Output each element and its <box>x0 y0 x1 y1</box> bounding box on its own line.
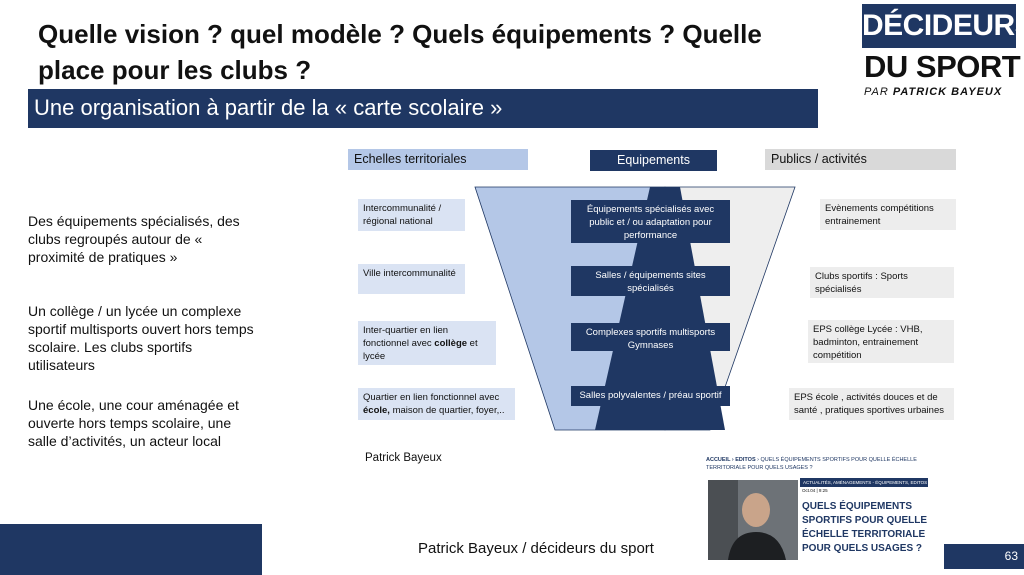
echelle-text: Ville intercommunalité <box>363 268 456 279</box>
article-tags: ACTUALITÉS, AMÉNAGEMENTS - ÉQUIPEMENTS, … <box>800 478 928 487</box>
left-text-ecole: Une école, une cour aménagée et ouverte … <box>28 397 239 449</box>
header-echelles: Echelles territoriales <box>348 149 528 170</box>
public-item: Evènements compétitions entrainement <box>820 199 956 230</box>
public-item: Clubs sportifs : Sports spécialisés <box>810 267 954 298</box>
public-item: EPS école , activités douces et de santé… <box>789 388 954 420</box>
header-publics: Publics / activités <box>765 149 956 170</box>
echelle-bold: école, <box>363 405 390 416</box>
header-equipements: Equipements <box>590 150 717 171</box>
footer-bar <box>0 524 262 575</box>
echelle-text: Intercommunalité / régional national <box>363 203 442 227</box>
echelle-bold: collège <box>434 338 468 349</box>
logo-author: PATRICK BAYEUX <box>892 86 1003 98</box>
echelle-item: Quartier en lien fonctionnel avec école,… <box>358 388 515 420</box>
article-date: Oct.04 | 9:25 <box>802 488 828 493</box>
echelle-text: maison de quartier, foyer,.. <box>389 405 505 416</box>
echelle-item: Ville intercommunalité <box>358 264 465 294</box>
article-thumbnail: ACCUEIL › EDITOS › QUELS ÉQUIPEMENTS SPO… <box>706 452 928 567</box>
logo-top-text: DÉCIDEURS <box>862 4 1024 48</box>
article-breadcrumb: ACCUEIL › EDITOS › QUELS ÉQUIPEMENTS SPO… <box>706 456 928 472</box>
article-headline: QUELS ÉQUIPEMENTS SPORTIFS POUR QUELLE É… <box>802 501 928 554</box>
author-portrait-image <box>708 480 798 560</box>
logo-bottom-text: PAR PATRICK BAYEUX <box>864 86 1002 98</box>
article-breadcrumb-rest: › QUELS ÉQUIPEMENTS SPORTIFS POUR QUELLE… <box>706 457 917 471</box>
echelle-text: et lycée <box>363 338 478 362</box>
logo-middle-text: DU SPORT <box>864 49 1021 84</box>
equipement-item: Équipements spécialisés avec public et /… <box>571 200 730 243</box>
logo-par: PAR <box>864 86 889 98</box>
echelle-item: Inter-quartier en lien fonctionnel avec … <box>358 321 496 365</box>
funnel-diagram <box>474 186 796 431</box>
equipement-item: Salles polyvalentes / préau sportif <box>571 386 730 406</box>
slide-title: Quelle vision ? quel modèle ? Quels équi… <box>38 19 762 85</box>
funnel-center-shape <box>595 187 725 430</box>
echelle-text: Quartier en lien fonctionnel avec <box>363 392 500 403</box>
echelle-text: Inter-quartier en lien fonctionnel avec <box>363 325 449 349</box>
footer-credit: Patrick Bayeux / décideurs du sport <box>418 540 654 557</box>
public-item: EPS collège Lycée : VHB, badminton, entr… <box>808 320 954 363</box>
left-text-specialised: Des équipements spécialisés, des clubs r… <box>28 213 240 265</box>
equipement-item: Salles / équipements sites spécialisés <box>571 266 730 296</box>
echelle-item: Intercommunalité / régional national <box>358 199 465 231</box>
equipement-item: Complexes sportifs multisports Gymnases <box>571 323 730 351</box>
left-text-college: Un collège / un lycée un complexe sporti… <box>28 303 254 373</box>
subtitle-bar <box>28 89 818 128</box>
article-breadcrumb-main: ACCUEIL › EDITOS <box>706 457 756 463</box>
page-number: 63 <box>944 544 1024 569</box>
author-photo <box>708 480 798 560</box>
decideurs-du-sport-logo: DÉCIDEURS DU SPORT PAR PATRICK BAYEUX <box>862 4 1024 104</box>
slide-subtitle: Une organisation à partir de la « carte … <box>34 95 503 120</box>
diagram-caption: Patrick Bayeux <box>365 452 442 464</box>
